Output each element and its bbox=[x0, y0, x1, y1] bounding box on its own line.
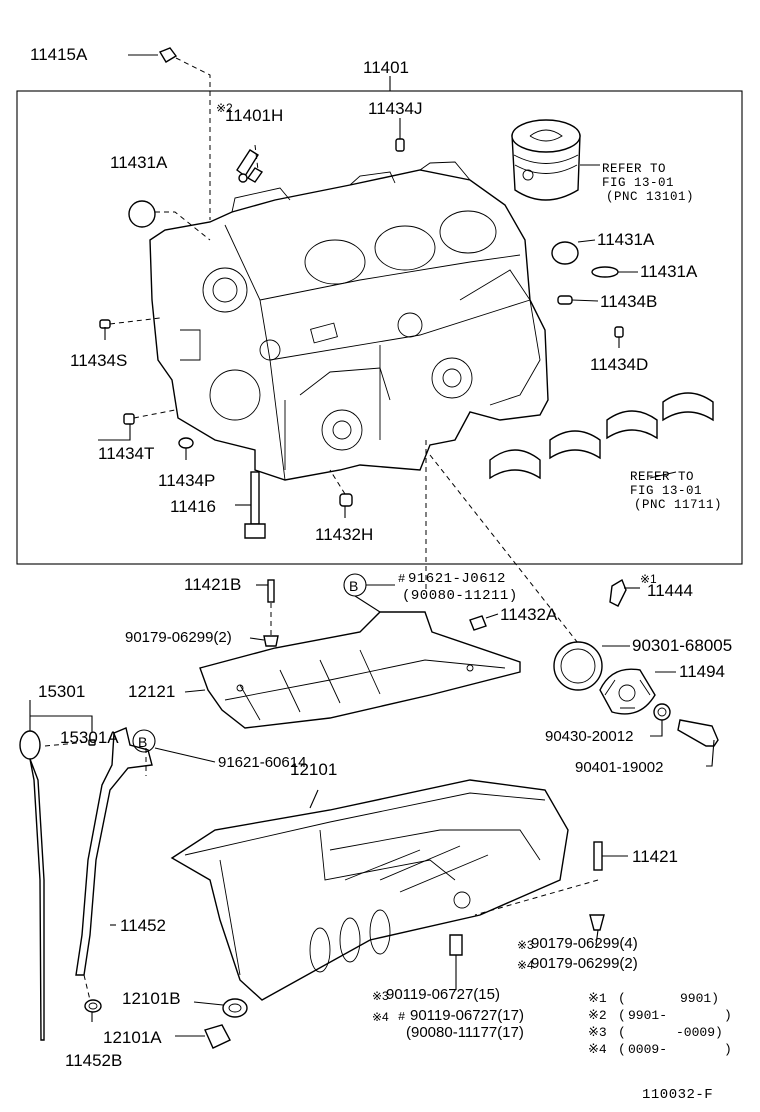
label-mark4a: ※4 bbox=[517, 958, 534, 972]
refer-note-bearings: REFER TO FIG 13-01 (PNC 11711) bbox=[630, 470, 722, 512]
svg-text:REFER TO: REFER TO bbox=[630, 470, 694, 484]
svg-text:0009-: 0009- bbox=[628, 1042, 667, 1057]
svg-text:9901): 9901) bbox=[680, 991, 719, 1006]
label-11434D: 11434D bbox=[590, 355, 648, 374]
hash-mark-2: # bbox=[398, 1010, 406, 1024]
label-90430-20012: 90430-20012 bbox=[545, 728, 633, 745]
label-12101A: 12101A bbox=[103, 1028, 162, 1047]
svg-text:-0009): -0009) bbox=[676, 1025, 723, 1040]
label-11401H-mark: ※2 bbox=[216, 101, 233, 115]
figure-code: 110032-F bbox=[642, 1087, 713, 1103]
callout-B2: B bbox=[138, 734, 147, 750]
label-11415A: 11415A bbox=[30, 45, 88, 64]
label-90119-06727-15: 90119-06727(15) bbox=[386, 986, 500, 1003]
label-90119-06727-17: 90119-06727(17) bbox=[410, 1007, 524, 1024]
label-12121: 12121 bbox=[128, 682, 175, 701]
hash-mark-1: # bbox=[398, 572, 406, 586]
label-11434B: 11434B bbox=[600, 292, 657, 311]
label-11444-mark: ※1 bbox=[640, 572, 657, 586]
label-11421: 11421 bbox=[632, 847, 678, 866]
callout-circle-B2 bbox=[132, 729, 156, 753]
svg-text:(: ( bbox=[618, 1008, 626, 1023]
label-11452: 11452 bbox=[120, 916, 166, 935]
label-11444: 11444 bbox=[647, 581, 693, 600]
svg-text:※1: ※1 bbox=[588, 991, 607, 1006]
part-labels: 11415A 11401 ※2 11401H 11434J 11431A 114… bbox=[30, 45, 732, 1070]
svg-text:(: ( bbox=[618, 991, 626, 1006]
lower-parts-drawing bbox=[19, 440, 719, 1049]
label-90080-11177-17: (90080-11177(17) bbox=[406, 1024, 524, 1041]
label-91621-60614: 91621-60614 bbox=[218, 754, 306, 771]
label-11434J: 11434J bbox=[368, 99, 423, 118]
refer-note-pistons: REFER TO FIG 13-01 (PNC 13101) bbox=[580, 162, 694, 204]
cylinder-block-drawing bbox=[149, 161, 549, 481]
cylinder-block-group-frame bbox=[16, 90, 743, 565]
svg-text:): ) bbox=[724, 1008, 732, 1023]
label-90179-06299-2b: 90179-06299(2) bbox=[531, 955, 638, 972]
label-12101: 12101 bbox=[290, 760, 337, 779]
label-11421B: 11421B bbox=[184, 575, 241, 594]
label-11431A-top: 11431A bbox=[110, 153, 168, 172]
label-11494: 11494 bbox=[679, 662, 725, 681]
callout-B1: B bbox=[349, 578, 358, 594]
label-11432H: 11432H bbox=[315, 525, 373, 544]
svg-text:※4: ※4 bbox=[588, 1042, 607, 1057]
label-mark3b: ※3 bbox=[372, 989, 389, 1003]
label-90401-19002: 90401-19002 bbox=[575, 759, 663, 776]
label-15301: 15301 bbox=[38, 682, 85, 701]
label-12101B: 12101B bbox=[122, 989, 181, 1008]
legend-row-3: ※3 ( -0009) bbox=[588, 1025, 723, 1040]
label-91621-J0612: 91621-J0612 bbox=[408, 571, 506, 587]
svg-text:※3: ※3 bbox=[588, 1025, 607, 1040]
label-mark4b: ※4 bbox=[372, 1010, 389, 1024]
label-15301A: 15301A bbox=[60, 728, 119, 747]
svg-text:): ) bbox=[724, 1042, 732, 1057]
legend-row-2: ※2 ( 9901- ) bbox=[588, 1008, 732, 1023]
label-90301-68005: 90301-68005 bbox=[632, 636, 732, 655]
label-11434P: 11434P bbox=[158, 471, 215, 490]
label-11401: 11401 bbox=[363, 58, 409, 77]
label-11401H: 11401H bbox=[225, 106, 283, 125]
svg-text:REFER TO: REFER TO bbox=[602, 162, 666, 176]
svg-text:FIG 13-01: FIG 13-01 bbox=[602, 176, 674, 190]
label-11431A-right2: 11431A bbox=[640, 262, 698, 281]
piston-drawing bbox=[511, 119, 581, 201]
label-mark3a: ※3 bbox=[517, 938, 534, 952]
label-90080-11211: (90080-11211) bbox=[402, 588, 518, 604]
label-11416: 11416 bbox=[170, 497, 216, 516]
label-90179-06299-4: 90179-06299(4) bbox=[531, 935, 638, 952]
leader-lines-upper bbox=[98, 57, 677, 518]
date-range-legend: ※1 ( 9901) ※2 ( 9901- ) ※3 ( -0009) ※4 (… bbox=[588, 991, 732, 1057]
label-11434S: 11434S bbox=[70, 351, 127, 370]
svg-text:9901-: 9901- bbox=[628, 1008, 667, 1023]
svg-text:※2: ※2 bbox=[588, 1008, 607, 1023]
svg-text:(: ( bbox=[618, 1042, 626, 1057]
label-90179-06299-2: 90179-06299(2) bbox=[125, 629, 232, 646]
label-11432A: 11432A bbox=[500, 605, 558, 624]
small-parts bbox=[99, 138, 714, 539]
svg-text:(PNC 13101): (PNC 13101) bbox=[606, 190, 694, 204]
svg-text:FIG 13-01: FIG 13-01 bbox=[630, 484, 702, 498]
bolt-11415A bbox=[158, 47, 178, 63]
svg-text:(: ( bbox=[618, 1025, 626, 1040]
label-11431A-right1: 11431A bbox=[597, 230, 655, 249]
legend-row-4: ※4 ( 0009- ) bbox=[588, 1042, 732, 1057]
label-11434T: 11434T bbox=[98, 444, 154, 463]
label-11452B: 11452B bbox=[65, 1051, 122, 1070]
legend-row-1: ※1 ( 9901) bbox=[588, 991, 719, 1006]
svg-text:(PNC 11711): (PNC 11711) bbox=[634, 498, 722, 512]
